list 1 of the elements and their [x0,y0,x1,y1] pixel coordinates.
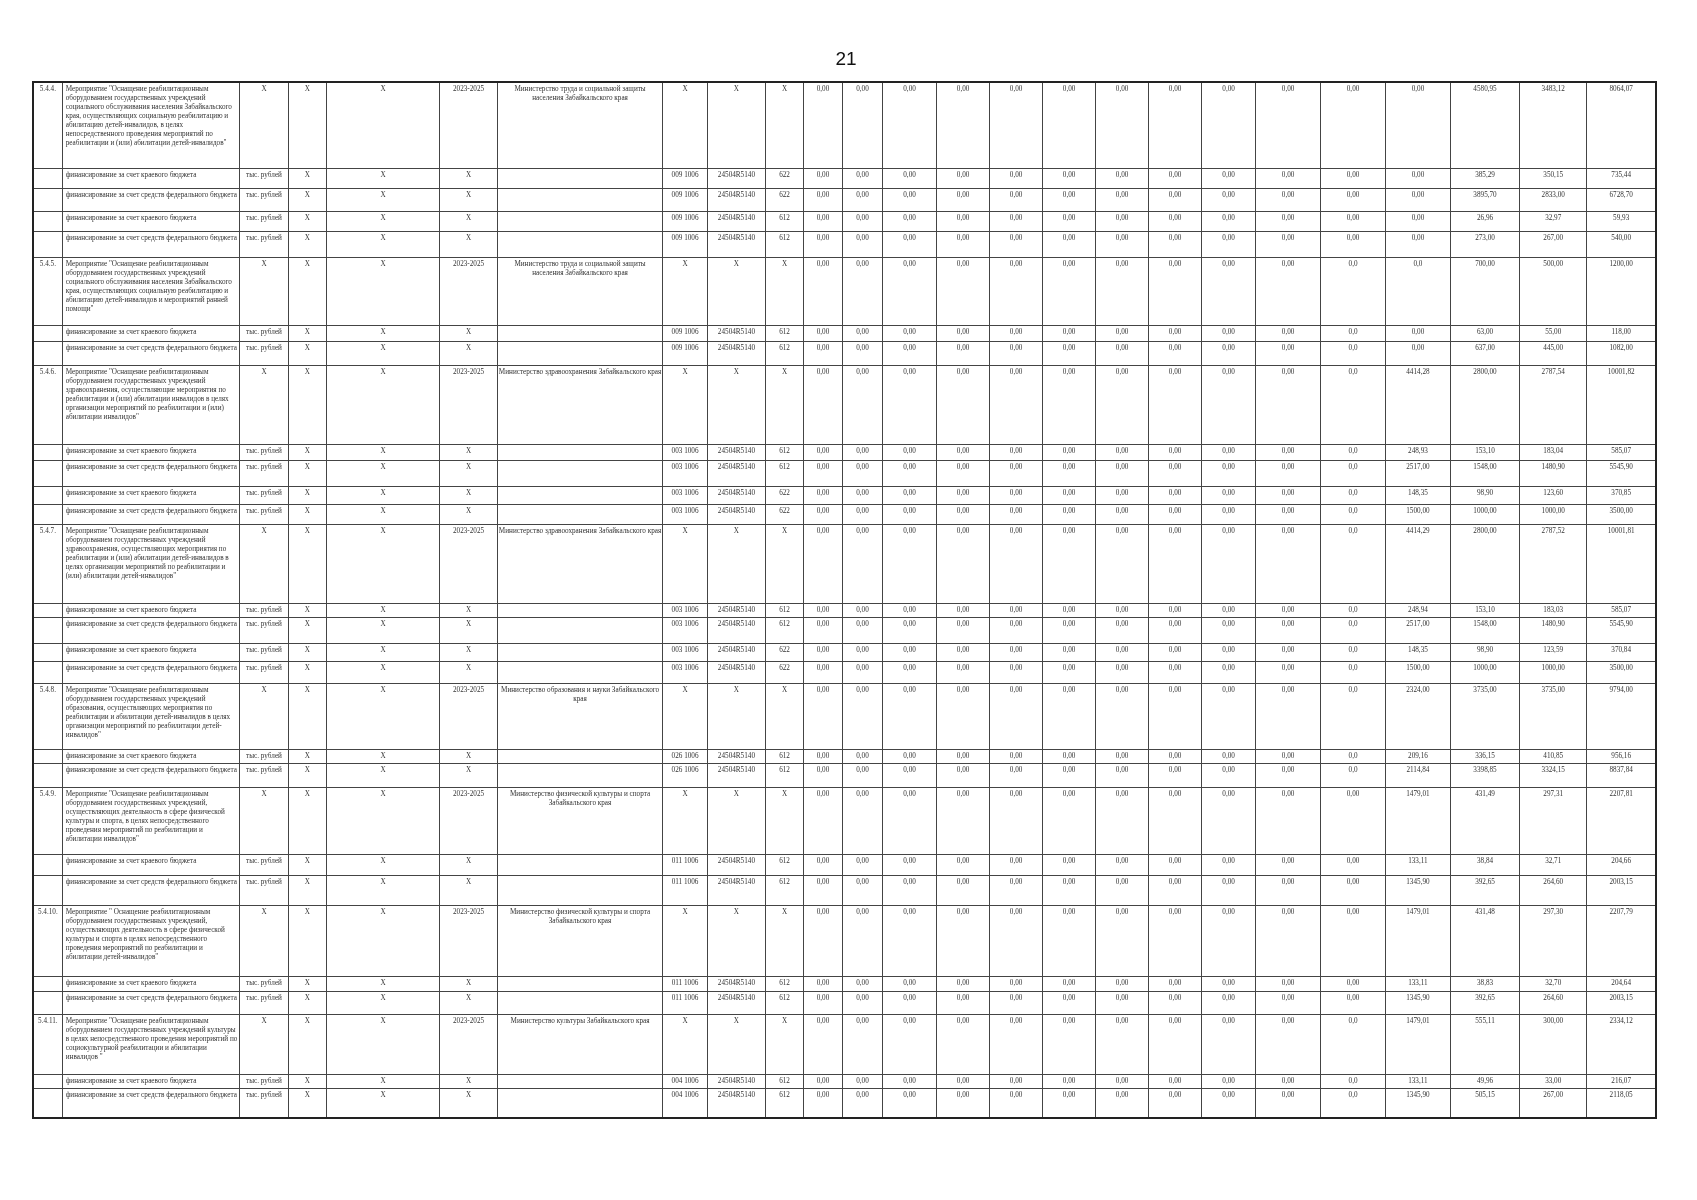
page-number: 21 [834,48,858,70]
